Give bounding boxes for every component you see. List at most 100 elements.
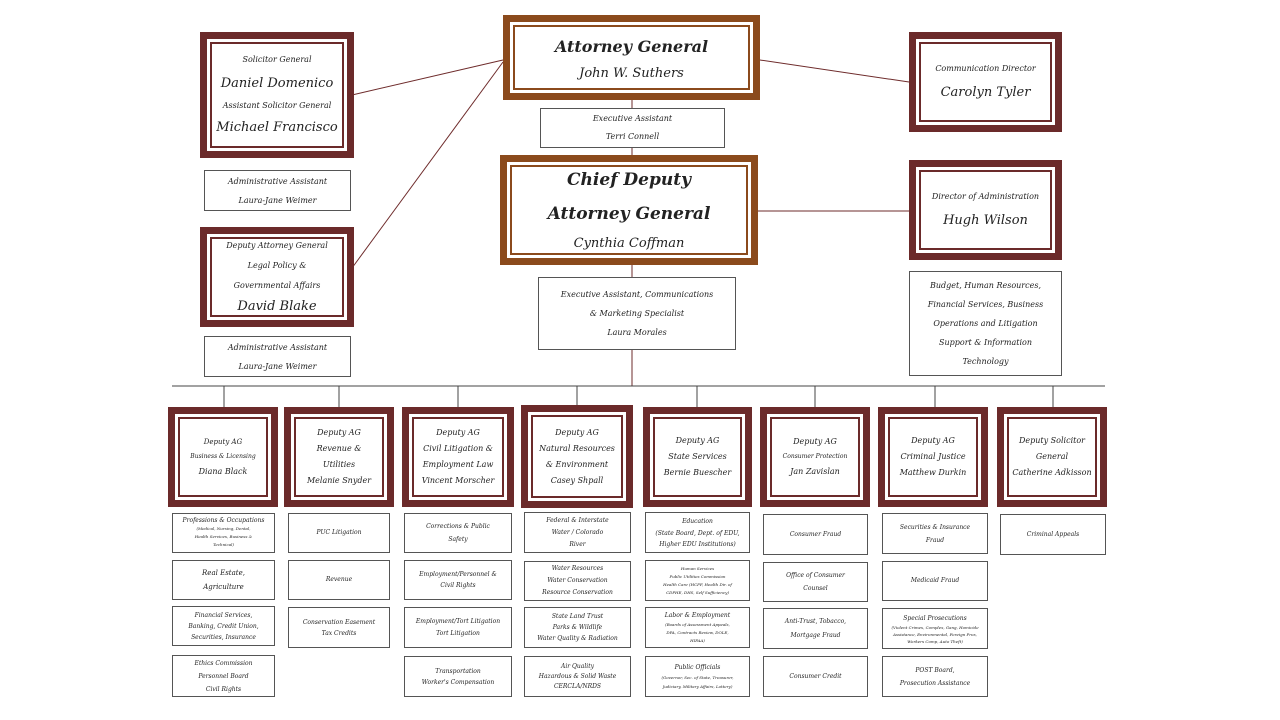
unit-line: Office of Consumer bbox=[786, 572, 845, 579]
unit-professions-occupations: Professions & Occupations (Medical, Nurs… bbox=[172, 513, 275, 553]
unit-line: (Governor, Sec. of State, Treasurer, bbox=[661, 675, 734, 680]
unit-employment-personnel: Employment/Personnel & Civil Rights bbox=[404, 560, 512, 600]
unit-line: Revenue bbox=[325, 576, 353, 583]
unit-line: (Violent Crimes, Complex, Gang, Homicide bbox=[891, 624, 979, 630]
unit-line: (State Board, Dept. of EDU, bbox=[655, 529, 740, 537]
unit-human-services: Human Services Public Utilities Commissi… bbox=[645, 560, 750, 601]
deputy-civil-litigation-box: Deputy AG Civil Litigation & Employment … bbox=[402, 407, 514, 507]
unit-line: Professions & Occupations bbox=[182, 517, 265, 524]
deputy-8-line3: Catherine Adkisson bbox=[1012, 468, 1092, 477]
unit-special-prosecutions: Special Prosecutions (Violent Crimes, Co… bbox=[882, 608, 988, 649]
unit-consumer-fraud: Consumer Fraud bbox=[763, 514, 868, 555]
unit-public-officials: Public Officials (Governor, Sec. of Stat… bbox=[645, 656, 750, 697]
chief-deputy-name: Cynthia Coffman bbox=[573, 236, 685, 251]
unit-transportation: Transportation Worker's Compensation bbox=[404, 656, 512, 697]
unit-line: Technical) bbox=[213, 542, 234, 547]
deputy-2-line4: Melanie Snyder bbox=[306, 476, 372, 485]
unit-line: Health Care (HCPF, Health Dir. of bbox=[663, 581, 732, 587]
deputy-3-line1: Deputy AG bbox=[436, 428, 480, 437]
chief-deputy-line1: Chief Deputy bbox=[567, 170, 691, 190]
director-admin-title: Director of Administration bbox=[931, 192, 1040, 201]
unit-federal-interstate-water: Federal & Interstate Water / Colorado Ri… bbox=[524, 512, 631, 553]
chief-deputy-line2: Attorney General bbox=[547, 204, 711, 224]
exec-asst-comm-line2: & Marketing Specialist bbox=[589, 309, 685, 318]
executive-assistant-box: Executive Assistant Terri Connell bbox=[540, 108, 725, 148]
deputy-4-line3: & Environment bbox=[545, 459, 609, 469]
unit-line: Labor & Employment bbox=[664, 611, 731, 619]
admin-assistant-2-title: Administrative Assistant bbox=[227, 342, 328, 352]
admin-assistant-1-box: Administrative Assistant Laura-Jane Weim… bbox=[204, 170, 351, 211]
deputy-6-line2: Consumer Protection bbox=[782, 453, 848, 460]
deputy-8-line1: Deputy Solicitor bbox=[1018, 436, 1085, 445]
deputy-7-line3: Matthew Durkin bbox=[899, 468, 967, 477]
unit-line: Civil Rights bbox=[440, 582, 476, 589]
unit-line: Higher EDU Institutions) bbox=[659, 540, 736, 548]
unit-line: Securities, Insurance bbox=[191, 633, 256, 641]
unit-state-land-trust: State Land Trust Parks & Wildlife Water … bbox=[524, 607, 631, 648]
deputy-4-line4: Casey Shpall bbox=[550, 475, 604, 485]
solicitor-general-name: Daniel Domenico bbox=[220, 76, 334, 91]
deputy-1-line1: Deputy AG bbox=[203, 438, 243, 446]
unit-line: Consumer Fraud bbox=[789, 530, 842, 538]
unit-line: Air Quality bbox=[560, 662, 595, 670]
deputy-3-line2: Civil Litigation & bbox=[423, 444, 493, 453]
unit-line: Banking, Credit Union, bbox=[188, 622, 259, 630]
attorney-general-title: Attorney General bbox=[554, 36, 709, 56]
deputy-1-line3: Diana Black bbox=[198, 467, 248, 476]
admin-assistant-2-box: Administrative Assistant Laura-Jane Weim… bbox=[204, 336, 351, 377]
unit-line: DPA, Contracts Review, DOLE, bbox=[666, 629, 729, 635]
unit-line: Worker's Compensation bbox=[421, 678, 495, 686]
unit-line: Counsel bbox=[803, 585, 828, 592]
deputy-legal-policy-line3: Governmental Affairs bbox=[233, 281, 321, 290]
unit-water-resources: Water Resources Water Conservation Resou… bbox=[524, 561, 631, 601]
unit-line: (Boards of Assessment Appeals, bbox=[665, 621, 730, 627]
unit-line: State Land Trust bbox=[551, 613, 604, 620]
deputy-5-line3: Bernie Buescher bbox=[663, 468, 732, 477]
unit-line: (Medical, Nursing, Dental, bbox=[196, 526, 251, 531]
unit-puc-litigation: PUC Litigation bbox=[288, 513, 390, 553]
deputy-state-services-box: Deputy AG State Services Bernie Buescher bbox=[643, 407, 752, 507]
unit-line: Resource Conservation bbox=[542, 589, 613, 596]
deputy-legal-policy-box: Deputy Attorney General Legal Policy & G… bbox=[200, 227, 354, 327]
unit-line: Water / Colorado bbox=[551, 528, 604, 536]
unit-line: Criminal Appeals bbox=[1026, 530, 1080, 538]
unit-line: Safety bbox=[448, 536, 468, 543]
unit-line: Public Officials bbox=[674, 664, 721, 671]
deputy-5-line1: Deputy AG bbox=[675, 436, 720, 445]
deputy-1-line2: Business & Licensing bbox=[190, 453, 256, 460]
unit-line: Education bbox=[682, 517, 713, 525]
unit-line: Anti-Trust, Tobacco, bbox=[784, 617, 847, 625]
deputy-3-line3: Employment Law bbox=[422, 460, 494, 469]
unit-revenue: Revenue bbox=[288, 560, 390, 600]
unit-criminal-appeals: Criminal Appeals bbox=[1000, 514, 1106, 555]
solicitor-general-title: Solicitor General bbox=[242, 55, 312, 64]
deputy-legal-policy-name: David Blake bbox=[237, 299, 317, 314]
budget-line-1: Budget, Human Resources, bbox=[929, 281, 1041, 290]
deputy-legal-policy-line1: Deputy Attorney General bbox=[226, 241, 328, 250]
unit-consumer-credit: Consumer Credit bbox=[763, 656, 868, 697]
unit-line: Human Services bbox=[680, 565, 715, 571]
unit-air-quality: Air Quality Hazardous & Solid Waste CERC… bbox=[524, 656, 631, 697]
unit-line: Consumer Credit bbox=[789, 672, 842, 680]
communication-director-title: Communication Director bbox=[935, 64, 1036, 73]
exec-asst-comm-name: Laura Morales bbox=[607, 328, 667, 337]
deputy-8-line2: General bbox=[1035, 452, 1069, 461]
unit-real-estate: Real Estate, Agriculture bbox=[172, 560, 275, 600]
unit-line: CDPHE, DHS, Self Sufficiency) bbox=[666, 589, 729, 595]
unit-labor-employment: Labor & Employment (Boards of Assessment… bbox=[645, 607, 750, 648]
unit-line: Medicaid Fraud bbox=[910, 577, 960, 584]
unit-line: Transportation bbox=[435, 667, 481, 675]
unit-securities-insurance-fraud: Securities & Insurance Fraud bbox=[882, 513, 988, 554]
unit-line: Real Estate, bbox=[202, 569, 245, 577]
unit-line: Tort Litigation bbox=[436, 629, 480, 637]
unit-line: PUC Litigation bbox=[316, 529, 362, 536]
unit-financial-services: Financial Services, Banking, Credit Unio… bbox=[172, 606, 275, 646]
unit-line: Mortgage Fraud bbox=[790, 631, 841, 639]
attorney-general-box: Attorney General John W. Suthers bbox=[503, 15, 760, 100]
exec-asst-comm-box: Executive Assistant, Communications & Ma… bbox=[538, 277, 736, 350]
unit-line: Civil Rights bbox=[205, 685, 242, 693]
deputy-7-line1: Deputy AG bbox=[911, 436, 955, 445]
budget-line-5: Technology bbox=[962, 357, 1009, 366]
unit-line: Conservation Easement bbox=[302, 618, 376, 626]
unit-line: Assistance, Environmental, Foreign Pros, bbox=[893, 631, 977, 637]
